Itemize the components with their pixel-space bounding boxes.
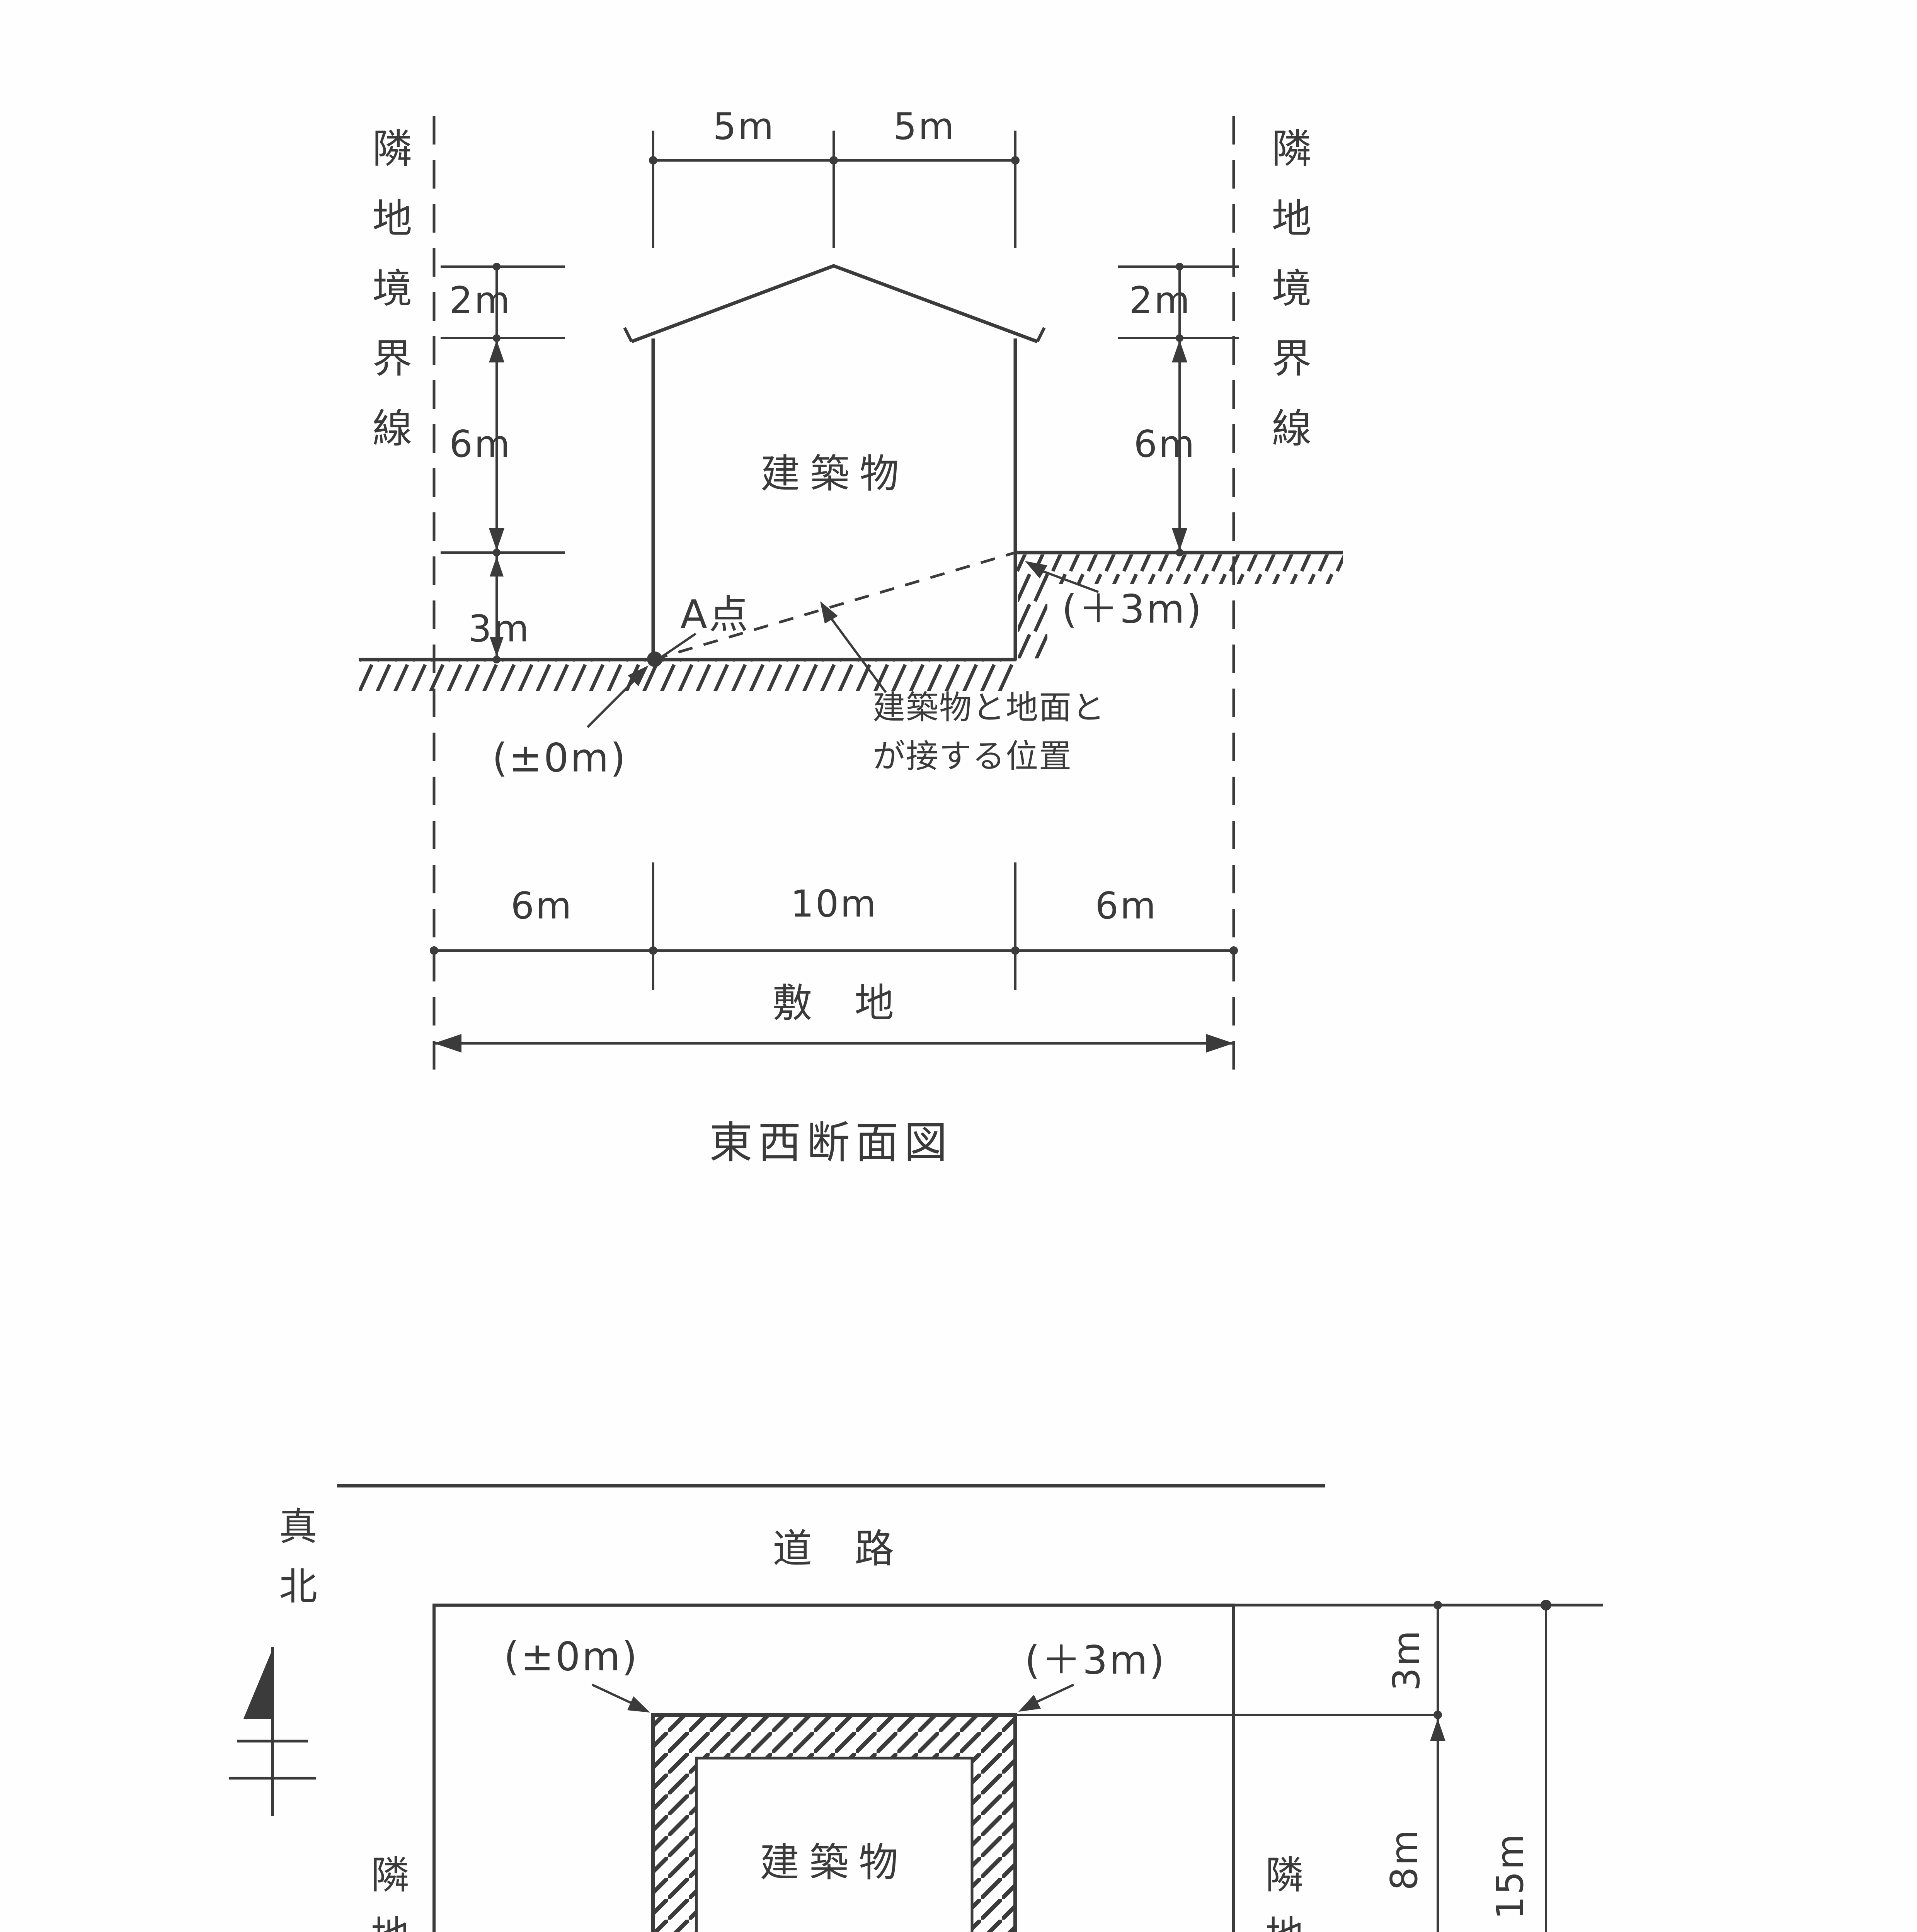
section-point-a-label: A点	[680, 592, 750, 638]
road-label: 道 路	[773, 1526, 896, 1572]
site-plan-diagram	[229, 1484, 1603, 1932]
building-ground-contact-line	[653, 551, 1016, 661]
building-inner-rect	[695, 1757, 974, 1932]
north-arrow-icon	[229, 1647, 316, 1816]
plan-corner-tl-label: (±0m)	[504, 1634, 639, 1680]
plan-dim-3m: 3m	[1386, 1629, 1428, 1691]
ground-hatch-high	[1017, 554, 1343, 584]
adjacent-land-left-label: 隣地	[364, 1855, 409, 1932]
section-dim-10m-bottom: 10m	[790, 883, 878, 925]
plan-dim-15m: 15m	[1489, 1832, 1532, 1920]
left-boundary-label: 隣地境界線	[365, 128, 412, 477]
section-dim-6m-bottom-left: 6m	[511, 885, 573, 927]
roof-line	[631, 264, 1038, 344]
section-dim-5m-left: 5m	[713, 105, 775, 148]
section-dim-6m-left: 6m	[449, 423, 512, 466]
section-diagram	[359, 116, 1343, 1070]
plan-dim-8m: 8m	[1383, 1828, 1426, 1891]
section-dim-2m-right: 2m	[1129, 279, 1192, 322]
site-rect	[432, 1604, 1235, 1932]
plan-building-label: 建築物	[760, 1840, 908, 1886]
section-dim-6m-right: 6m	[1134, 423, 1196, 466]
adjacent-land-right-label: 隣地	[1258, 1855, 1303, 1932]
point-a-leader	[661, 633, 696, 658]
contact-position-note: 建築物と地面と が接する位置	[873, 683, 1105, 781]
section-plus3-label: (＋3m)	[1062, 586, 1203, 633]
true-north-label: 真北	[272, 1506, 317, 1626]
section-dim-3m-left: 3m	[468, 608, 531, 650]
section-zero-label: (±0m)	[492, 735, 627, 781]
right-boundary-label: 隣地境界線	[1265, 128, 1311, 477]
section-building-label: 建築物	[761, 451, 909, 497]
ground-hatch-low	[359, 662, 1016, 691]
contact-note-leader	[826, 612, 887, 693]
section-dim-5m-right: 5m	[893, 105, 956, 148]
section-site-label: 敷 地	[773, 980, 896, 1027]
contact-note-line2: が接する位置	[873, 737, 1073, 775]
section-dim-6m-bottom-right: 6m	[1095, 885, 1158, 927]
zero-label-leader	[586, 671, 644, 728]
section-dim-2m-left: 2m	[449, 279, 512, 322]
section-title: 東西断面図	[709, 1118, 953, 1168]
point-a-dot-section	[647, 651, 662, 667]
plan-corner-tr-label: (＋3m)	[1025, 1637, 1166, 1684]
contact-note-line1: 建築物と地面と	[873, 689, 1106, 726]
plus3-label-leader	[1040, 569, 1099, 593]
building-outer-rect	[651, 1713, 1017, 1932]
